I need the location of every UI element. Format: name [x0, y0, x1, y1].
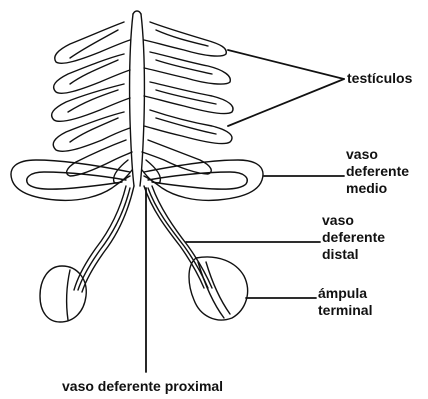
label-vaso-deferente-distal: vaso deferente distal — [322, 212, 385, 263]
leader-lines — [146, 50, 344, 372]
label-testiculos: testículos — [347, 70, 412, 87]
label-line: vaso — [322, 212, 385, 229]
vas-deferens-distal-left — [74, 186, 134, 292]
label-line: terminal — [318, 302, 372, 319]
label-line: medio — [346, 180, 409, 197]
label-line: distal — [322, 246, 385, 263]
central-stem — [130, 11, 145, 186]
leader-testiculos-lower — [228, 79, 344, 126]
testis-lobes-right — [142, 22, 233, 183]
label-line: ámpula — [318, 285, 372, 302]
label-line: deferente — [346, 163, 409, 180]
label-ampula-terminal: ámpula terminal — [318, 285, 372, 319]
label-line: deferente — [322, 229, 385, 246]
label-vaso-deferente-medio: vaso deferente medio — [346, 146, 409, 197]
testis-lobes-left — [52, 22, 132, 183]
vas-deferens-medio-right — [144, 160, 263, 200]
label-line: vaso — [346, 146, 409, 163]
label-vaso-deferente-proximal: vaso deferente proximal — [62, 378, 223, 395]
leader-testiculos-upper — [228, 50, 344, 79]
